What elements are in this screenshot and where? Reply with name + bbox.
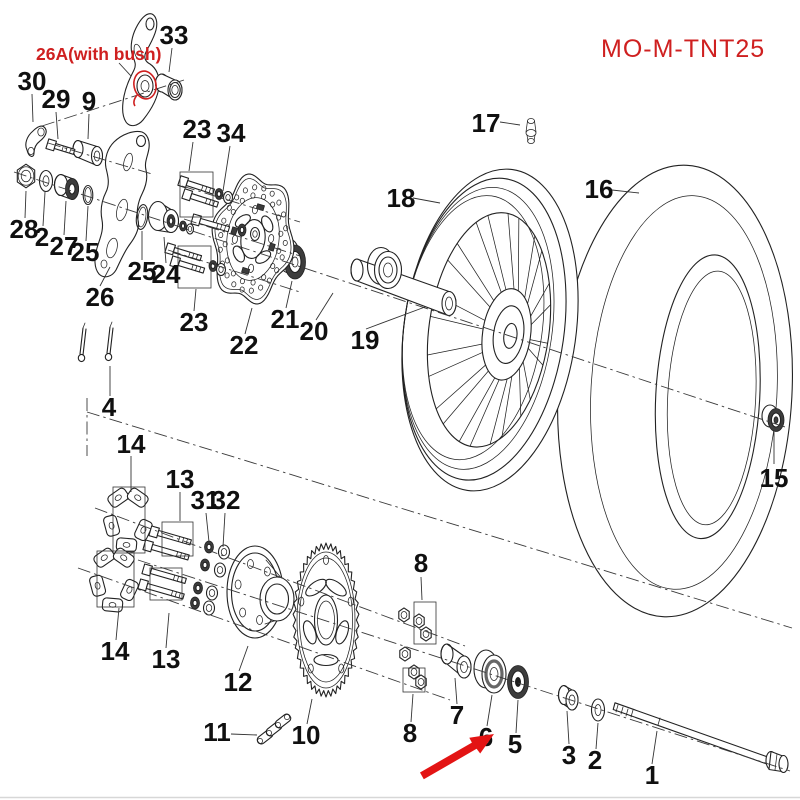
label-14-bottom: 14 [101, 636, 130, 666]
label-20: 20 [300, 316, 329, 346]
part-carrier-12 [226, 545, 295, 639]
part-axle [612, 702, 789, 774]
label-25b: 25 [128, 256, 157, 286]
group-boxes [96, 171, 437, 693]
part-labels: 30 29 9 33 23 34 17 18 16 28 2 27 25 25 … [10, 20, 789, 790]
label-10: 10 [292, 720, 321, 750]
red-arrow-part-6 [420, 734, 494, 780]
part-lever-30 [25, 125, 47, 157]
red-annotations: 26A(with bush) MO-M-TNT25 [36, 35, 765, 780]
part-bearing-15 [761, 404, 785, 432]
label-2: 2 [35, 222, 49, 252]
part-valve-17 [525, 118, 537, 144]
label-21: 21 [271, 304, 300, 334]
label-26: 26 [86, 282, 115, 312]
label-8-top: 8 [414, 548, 428, 578]
label-25a: 25 [71, 237, 100, 267]
washers [179, 188, 261, 616]
label-3: 3 [562, 740, 576, 770]
leader-lines [24, 47, 775, 765]
label-31: 31 [191, 485, 220, 515]
label-27: 27 [50, 231, 79, 261]
label-32: 32 [212, 485, 241, 515]
part-bracket-26a [122, 13, 160, 127]
label-13-top: 13 [166, 464, 195, 494]
label-30: 30 [18, 66, 47, 96]
part-hub-24-group [135, 200, 180, 234]
label-2b: 2 [588, 745, 602, 775]
label-11: 11 [203, 717, 231, 747]
label-14-top: 14 [117, 429, 146, 459]
label-1: 1 [645, 760, 659, 790]
label-8-bottom: 8 [403, 718, 417, 748]
label-7: 7 [450, 700, 464, 730]
label-12: 12 [224, 667, 253, 697]
label-24: 24 [152, 259, 181, 289]
part-spacer-7 [440, 643, 472, 679]
label-23-top: 23 [183, 114, 212, 144]
part-nut-28-group [38, 169, 94, 206]
part-seal-5 [507, 665, 529, 699]
label-23-bottom: 23 [180, 307, 209, 337]
part-wheel-rim [401, 168, 579, 492]
label-16: 16 [585, 174, 614, 204]
center-axis-lines [13, 79, 793, 772]
red-squiggle [133, 94, 138, 107]
label-18: 18 [387, 183, 416, 213]
part-bracket-26 [94, 130, 150, 278]
doc-code: MO-M-TNT25 [601, 35, 765, 63]
label-28: 28 [10, 214, 39, 244]
part-cush-rubbers-bottom [89, 547, 139, 613]
label-29: 29 [42, 84, 71, 114]
part-washer-2b [590, 698, 606, 722]
label-19: 19 [351, 325, 380, 355]
part-chain-link [256, 713, 292, 745]
part-cotter-pins [77, 321, 114, 363]
label-5: 5 [508, 729, 522, 759]
part-bush-33 [154, 73, 183, 101]
part-tire [557, 164, 793, 618]
label-4: 4 [102, 392, 117, 422]
label-9: 9 [82, 86, 96, 116]
part-spacer-9 [72, 139, 104, 167]
label-15: 15 [760, 463, 789, 493]
wheel-spokes [427, 213, 552, 447]
callout-26a-note: 26A(with bush) [36, 44, 161, 64]
part-bearing-20 [366, 246, 403, 290]
bolts [45, 138, 231, 600]
label-22: 22 [230, 330, 259, 360]
label-34: 34 [217, 118, 246, 148]
label-33: 33 [160, 20, 189, 50]
label-17: 17 [472, 108, 501, 138]
red-circle-bush-highlight [133, 70, 157, 100]
label-13-bottom: 13 [152, 644, 181, 674]
part-bearing-6 [473, 649, 507, 694]
part-sprocket [292, 542, 360, 698]
part-spacer-3 [557, 684, 579, 711]
